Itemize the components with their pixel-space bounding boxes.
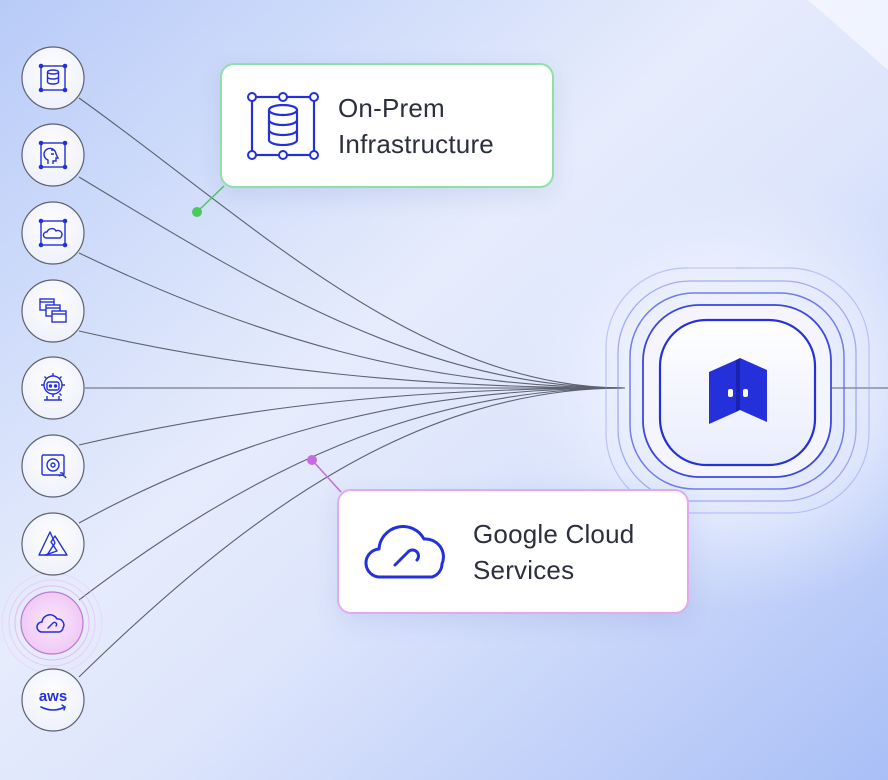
gcs-leader-line: [311, 459, 342, 493]
connection-line: [78, 330, 626, 389]
source-node-ai[interactable]: [21, 123, 85, 187]
onprem-leader-line: [196, 185, 225, 213]
azure-icon: [38, 531, 68, 556]
source-node-aws[interactable]: aws: [21, 668, 85, 732]
aws-label: aws: [39, 688, 67, 705]
onprem-connector-dot: [192, 207, 202, 217]
cloud-frame-icon: [38, 218, 68, 248]
corner-highlight: [808, 0, 888, 70]
connection-line: [78, 387, 626, 524]
connection-lines: [78, 97, 888, 678]
hub-node[interactable]: [605, 267, 870, 514]
source-node-database[interactable]: [21, 46, 85, 110]
source-node-google-cloud[interactable]: [20, 591, 84, 655]
gcs-connector-dot: [307, 455, 317, 465]
connection-line: [78, 387, 626, 601]
source-node-safe[interactable]: [21, 434, 85, 498]
aws-icon: aws: [39, 688, 67, 711]
robot-gear-icon: [41, 373, 65, 401]
onprem-title-line2: Infrastructure: [338, 128, 494, 159]
connection-line: [78, 387, 626, 678]
ai-head-icon: [38, 140, 68, 170]
database-icon: [38, 63, 68, 93]
connection-line: [78, 252, 626, 389]
connection-line: [78, 176, 626, 389]
connection-line: [78, 97, 626, 389]
gcs-title-line1: Google Cloud: [473, 518, 635, 549]
source-node-cloud[interactable]: [21, 201, 85, 265]
brand-logo-icon: [709, 358, 767, 424]
source-node-windows[interactable]: [21, 279, 85, 343]
gcs-callout[interactable]: Google Cloud Services: [337, 489, 689, 614]
onprem-callout-label: On-Prem Infrastructure: [338, 90, 494, 162]
database-icon: [247, 91, 319, 160]
source-node-azure[interactable]: [21, 512, 85, 576]
onprem-title-line1: On-Prem: [338, 92, 445, 123]
gcs-title-line2: Services: [473, 554, 575, 585]
connection-line: [78, 387, 626, 446]
google-cloud-icon: [36, 614, 65, 633]
google-cloud-icon: [364, 524, 445, 579]
safe-icon: [41, 454, 67, 479]
gcs-callout-label: Google Cloud Services: [473, 516, 634, 588]
source-node-robot[interactable]: [21, 356, 85, 420]
onprem-callout[interactable]: On-Prem Infrastructure: [220, 63, 554, 188]
windows-icon: [39, 298, 67, 323]
